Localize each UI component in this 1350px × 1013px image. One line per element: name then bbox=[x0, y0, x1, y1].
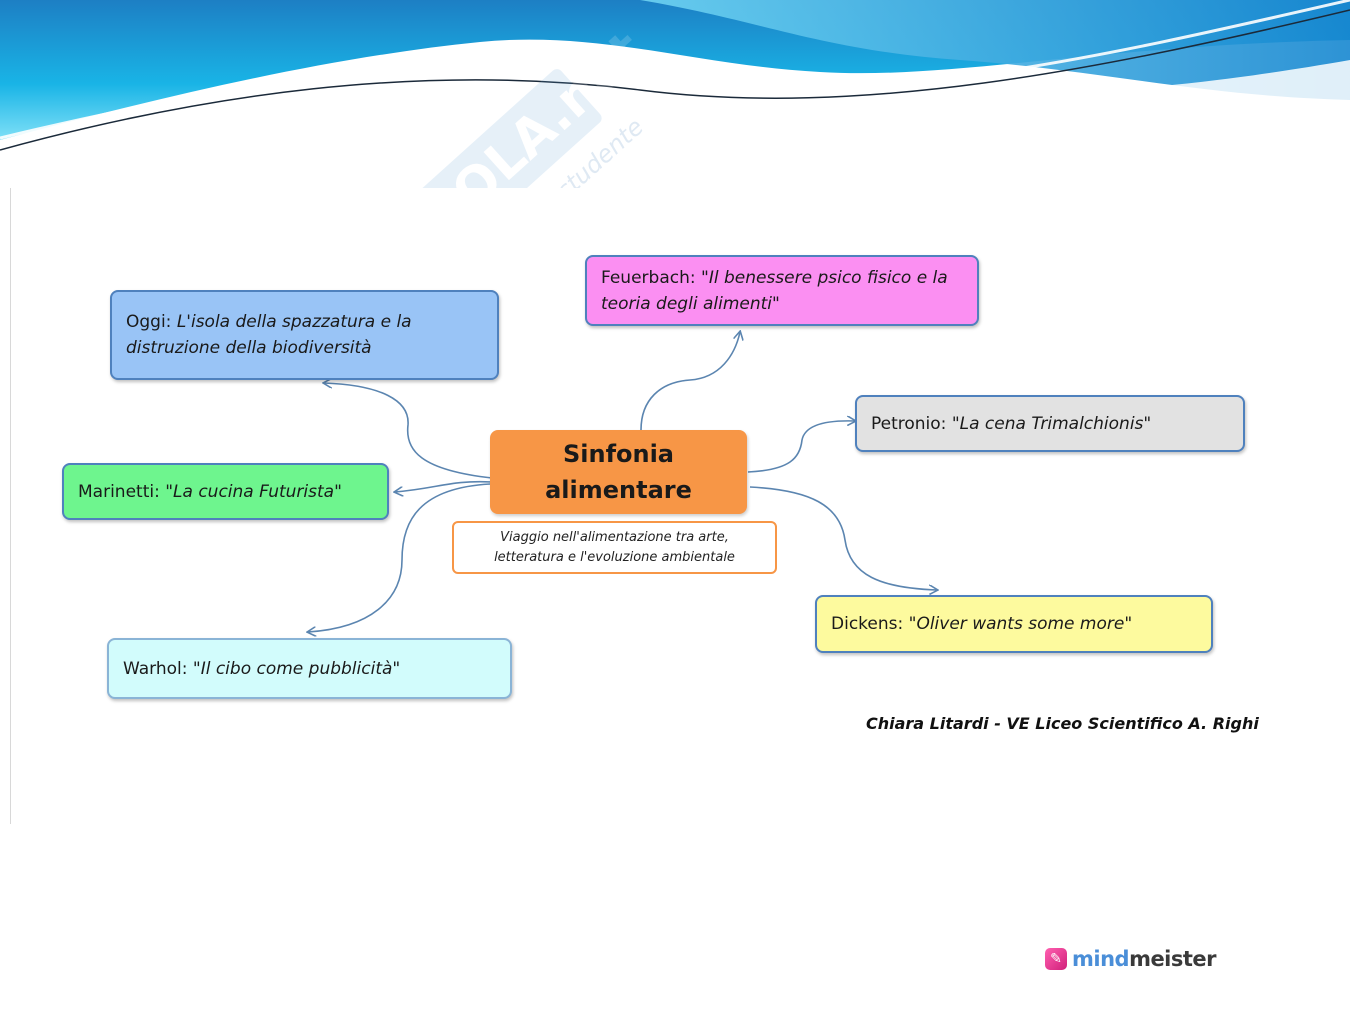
node-marinetti-text: Marinetti: "La cucina Futurista" bbox=[78, 479, 342, 505]
node-dickens[interactable]: Dickens: "Oliver wants some more" bbox=[815, 595, 1213, 653]
node-feuerbach-text: Feuerbach: "Il benessere psico fisico e … bbox=[601, 265, 948, 317]
node-marinetti[interactable]: Marinetti: "La cucina Futurista" bbox=[62, 463, 389, 520]
node-petronio-title: La cena Trimalchionis bbox=[959, 413, 1144, 434]
logo-meister-text: meister bbox=[1129, 947, 1217, 971]
note-line2: letteratura e l'evoluzione ambientale bbox=[494, 549, 735, 565]
node-feuerbach[interactable]: Feuerbach: "Il benessere psico fisico e … bbox=[585, 255, 979, 326]
node-dickens-text: Dickens: "Oliver wants some more" bbox=[831, 611, 1132, 637]
node-petronio[interactable]: Petronio: "La cena Trimalchionis" bbox=[855, 395, 1245, 452]
node-feuerbach-title-line2: teoria degli alimenti bbox=[601, 293, 772, 314]
logo-mind-text: mind bbox=[1072, 947, 1130, 971]
node-feuerbach-title-line1: Il benessere psico fisico e la bbox=[708, 267, 948, 288]
node-warhol[interactable]: Warhol: "Il cibo come pubblicità" bbox=[107, 638, 512, 699]
node-marinetti-title: La cucina Futurista bbox=[173, 481, 335, 502]
node-warhol-title: Il cibo come pubblicità bbox=[200, 658, 393, 679]
connector-oggi bbox=[324, 383, 493, 479]
connector-feuerbach bbox=[640, 332, 740, 431]
connector-warhol bbox=[308, 483, 491, 632]
node-warhol-suffix: " bbox=[392, 658, 401, 679]
node-oggi-text: Oggi: L'isola della spazzatura e la dist… bbox=[126, 309, 412, 361]
connector-petronio bbox=[747, 421, 855, 473]
node-marinetti-prefix: Marinetti: " bbox=[78, 481, 174, 502]
connector-marinetti bbox=[395, 480, 493, 492]
node-petronio-prefix: Petronio: " bbox=[871, 413, 960, 434]
mindmeister-logo[interactable]: ✎ mindmeister bbox=[1045, 945, 1217, 973]
wave-header-banner bbox=[0, 0, 1350, 151]
node-oggi[interactable]: Oggi: L'isola della spazzatura e la dist… bbox=[110, 290, 499, 380]
central-topic-line1: Sinfonia bbox=[562, 440, 675, 468]
author-credit: Chiara Litardi - VE Liceo Scientifico A.… bbox=[866, 714, 1259, 733]
mindmeister-wordmark: mindmeister bbox=[1072, 947, 1217, 971]
node-feuerbach-prefix: Feuerbach: " bbox=[601, 267, 709, 288]
central-topic-line2: alimentare bbox=[545, 476, 692, 504]
node-dickens-title: Oliver wants some more bbox=[916, 614, 1125, 634]
node-marinetti-suffix: " bbox=[334, 481, 342, 502]
node-warhol-text: Warhol: "Il cibo come pubblicità" bbox=[123, 656, 400, 682]
node-petronio-text: Petronio: "La cena Trimalchionis" bbox=[871, 411, 1151, 437]
central-topic-node[interactable]: Sinfonia alimentare bbox=[490, 430, 747, 514]
node-oggi-title-line2: distruzione della biodiversità bbox=[126, 338, 372, 358]
mindmeister-logo-icon: ✎ bbox=[1045, 948, 1067, 970]
node-warhol-prefix: Warhol: " bbox=[123, 658, 201, 679]
node-feuerbach-suffix: " bbox=[772, 293, 780, 314]
note-line1: Viaggio nell'alimentazione tra arte, bbox=[500, 529, 729, 545]
node-petronio-suffix: " bbox=[1143, 413, 1152, 434]
central-topic-note: Viaggio nell'alimentazione tra arte, let… bbox=[452, 521, 777, 574]
node-oggi-title-line1: L'isola della spazzatura e la bbox=[176, 312, 412, 332]
node-dickens-suffix: " bbox=[1124, 614, 1133, 634]
node-oggi-prefix: Oggi: bbox=[126, 312, 177, 332]
node-dickens-prefix: Dickens: " bbox=[831, 614, 917, 634]
connector-dickens bbox=[749, 486, 937, 590]
